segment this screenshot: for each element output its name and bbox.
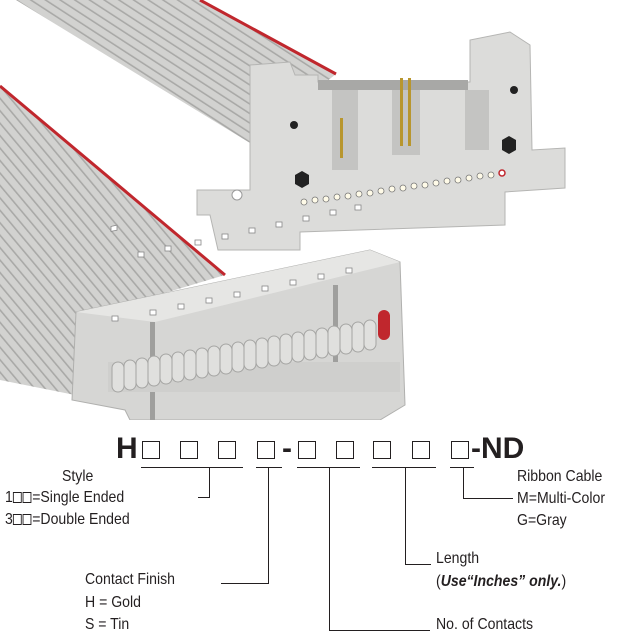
idc-socket-connector [71,204,406,420]
contact-finish-gold: H = Gold [85,594,141,611]
code-box [180,441,198,459]
code-box [373,441,391,459]
length-title: Length [436,550,480,567]
bottom-ribbon-red-stripe [0,84,226,277]
code-box [218,441,236,459]
length-note: (Use“Inches” only.) [436,573,566,591]
finish-leader [268,467,269,584]
code-box [451,441,469,459]
finish-underline [256,467,282,468]
ribbon-cable-multicolor: M=Multi-Color [517,490,606,507]
code-box [12,492,22,503]
style-option-single: 1 =Single Ended [5,489,124,507]
style-code: 1 [5,489,13,506]
length-leader [405,564,431,565]
style-option-double: 3 =Double Ended [5,511,130,529]
style-underline [141,467,243,468]
contacts-leader [329,630,430,631]
part-suffix: -ND [471,432,525,465]
top-ribbon-red-stripe [199,0,337,76]
style-option-label: =Double Ended [32,511,130,528]
part-dash: - [282,432,292,465]
length-note-text: Use“Inches” only. [440,573,562,590]
length-underline [372,467,436,468]
code-box [257,441,275,459]
style-leader [209,467,210,498]
ribbon-cable-gray: G=Gray [517,512,567,529]
code-box [12,514,22,525]
length-leader [405,467,406,565]
contact-finish-title: Contact Finish [85,571,175,588]
length-note-paren: ) [561,573,567,590]
part-prefix: H [116,432,138,465]
ribbon-leader [463,467,464,499]
contacts-underline [297,467,360,468]
code-box [22,514,32,525]
contact-finish-tin: S = Tin [85,616,130,633]
length-note-paren: ( [436,573,441,590]
contacts-leader [329,467,330,631]
style-leader [198,497,210,498]
code-box [22,492,32,503]
code-box [298,441,316,459]
style-title: Style [62,468,94,485]
contacts-title: No. of Contacts [436,616,534,633]
ribbon-leader [463,498,513,499]
ribbon-cable-title: Ribbon Cable [517,468,603,485]
style-code: 3 [5,511,13,528]
ribbon-underline [450,467,474,468]
style-option-label: =Single Ended [32,489,125,506]
bottom-ribbon-cable [0,86,225,395]
code-box [142,441,160,459]
code-box [336,441,354,459]
code-box [412,441,430,459]
header-connector [196,31,566,251]
finish-leader [221,583,269,584]
ribbon-cable-assembly-image [0,0,566,420]
